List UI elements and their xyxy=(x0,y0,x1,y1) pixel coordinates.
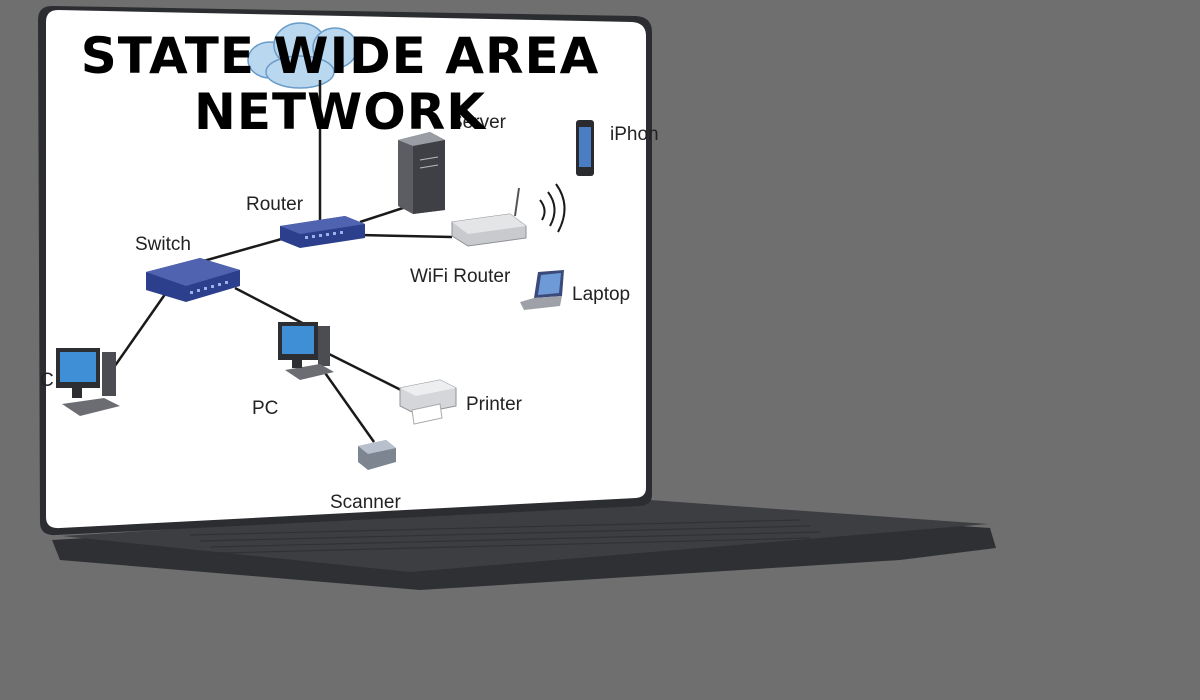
server-icon xyxy=(398,132,445,214)
label-printer: Printer xyxy=(466,394,523,415)
laptop-small-icon xyxy=(520,270,564,310)
label-pc-center: PC xyxy=(252,398,278,419)
switch-icon xyxy=(146,258,240,302)
scanner-icon xyxy=(358,440,396,470)
router-icon xyxy=(280,216,365,248)
cloud-icon xyxy=(247,22,358,89)
label-pc-left: C xyxy=(40,370,54,391)
pc-left-icon xyxy=(56,348,120,416)
keyboard-keys xyxy=(189,519,821,554)
wifi-signal-icon xyxy=(539,183,566,233)
laptop-keyboard-deck xyxy=(62,500,988,572)
pc-center-icon xyxy=(278,322,334,380)
page-title: STATE WIDE AREA NETWORK xyxy=(40,28,640,140)
connection-lines xyxy=(110,80,453,443)
iphone-icon xyxy=(576,120,594,176)
label-server: Server xyxy=(450,112,507,133)
network-diagram: Server Router Switch WiFi Router Laptop … xyxy=(40,22,659,513)
label-iphone: iPhon xyxy=(610,124,659,145)
label-router: Router xyxy=(246,194,304,215)
wifi-router-icon xyxy=(451,187,527,247)
title-line-2: NETWORK xyxy=(193,83,486,141)
label-switch: Switch xyxy=(135,234,191,255)
label-wifi-router: WiFi Router xyxy=(410,266,511,287)
printer-icon xyxy=(399,379,457,425)
laptop-screen xyxy=(46,10,646,529)
label-laptop: Laptop xyxy=(572,284,630,305)
label-scanner: Scanner xyxy=(330,492,401,513)
title-line-1: STATE WIDE AREA xyxy=(80,27,600,85)
